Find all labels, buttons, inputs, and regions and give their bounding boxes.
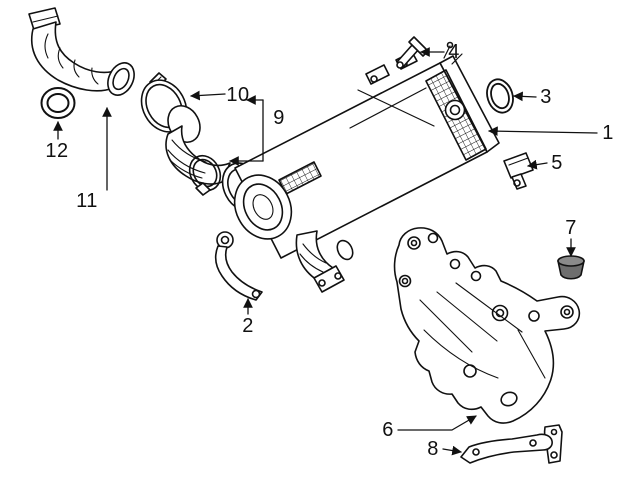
leader-6	[397, 415, 477, 431]
callout-leaders	[53, 47, 598, 456]
callout-3: 3	[540, 86, 552, 108]
part-seal-ring	[40, 87, 76, 119]
callout-9: 9	[273, 107, 285, 129]
leader-10	[190, 90, 226, 101]
callout-8: 8	[427, 438, 439, 460]
part-mounting-bracket	[214, 231, 263, 301]
part-support-bracket	[393, 227, 581, 424]
part-air-duct	[28, 7, 135, 96]
callout-11: 11	[76, 190, 98, 212]
callout-5: 5	[551, 152, 563, 174]
part-intercooler-assembly	[221, 41, 500, 293]
callout-7: 7	[565, 217, 577, 239]
part-o-ring	[486, 78, 514, 114]
part-charge-air-hose	[165, 105, 231, 196]
callout-2: 2	[242, 315, 254, 337]
leader-1	[488, 126, 598, 137]
leader-5	[527, 159, 548, 170]
part-sensor	[503, 152, 534, 190]
leader-8	[442, 445, 462, 456]
part-grommet	[557, 255, 585, 280]
callout-10: 10	[226, 84, 250, 106]
callout-1: 1	[602, 122, 614, 144]
callout-6: 6	[382, 419, 394, 441]
callout-12: 12	[45, 140, 69, 162]
part-lower-bracket	[460, 424, 563, 464]
callout-4: 4	[448, 41, 460, 63]
leader-3	[513, 91, 537, 102]
